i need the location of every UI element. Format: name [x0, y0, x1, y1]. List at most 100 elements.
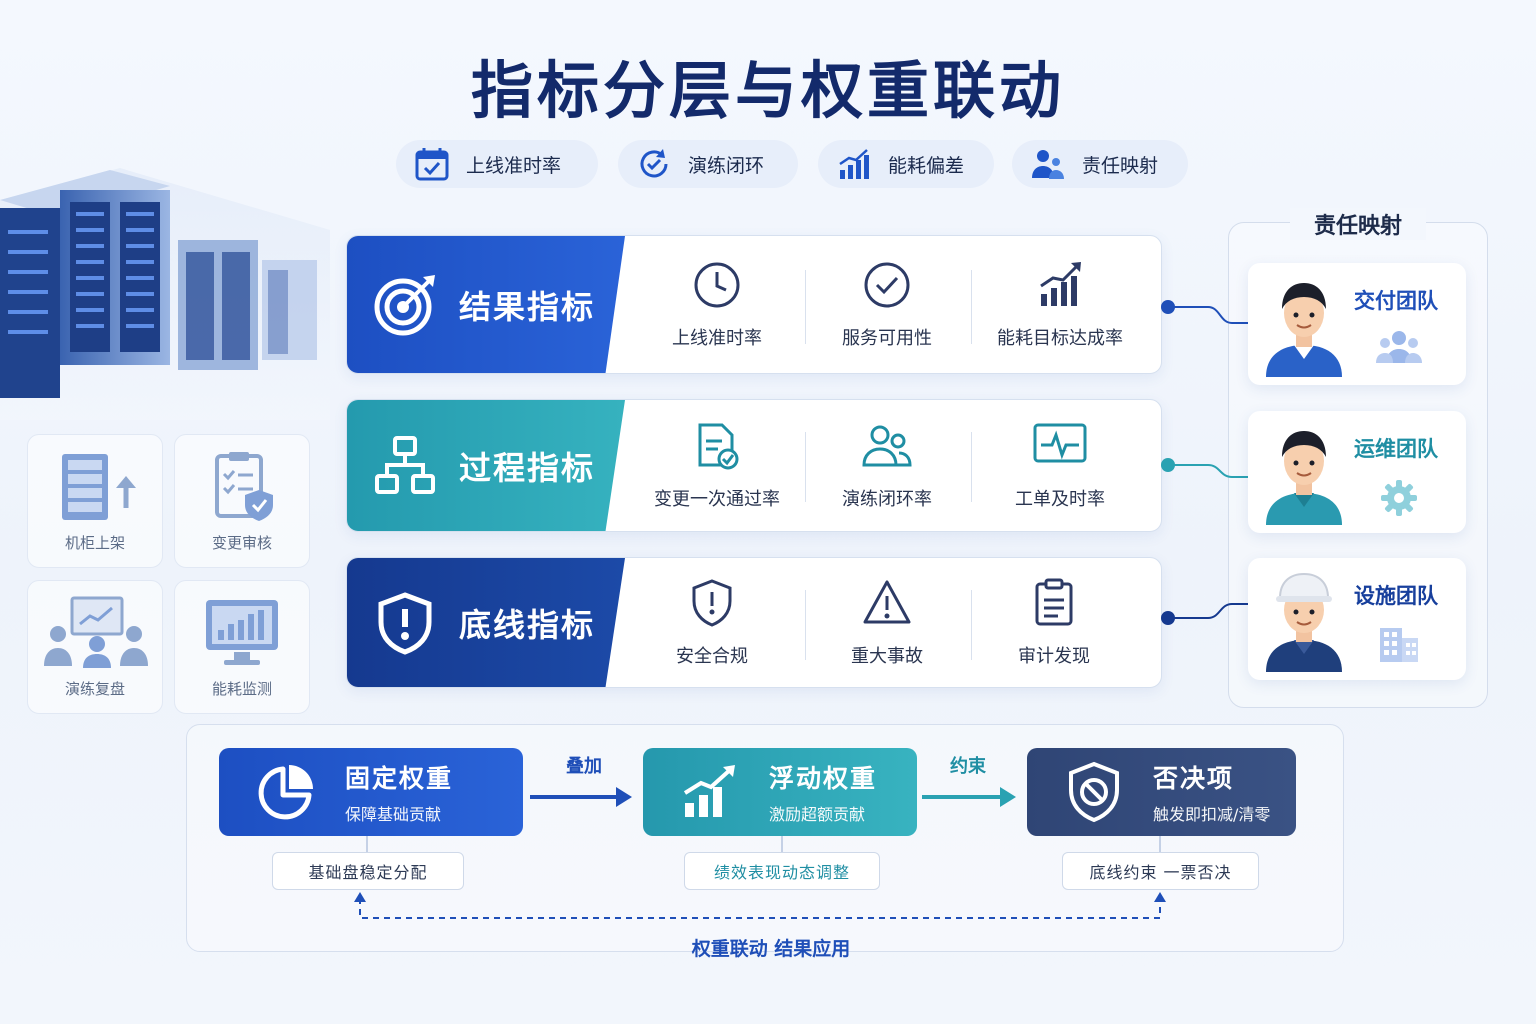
cycle-check-icon — [640, 149, 668, 178]
row-baseline-indicators: 底线指标 安全合规 重大事故 审计发现 — [346, 557, 1162, 688]
metric-label: 工单及时率 — [1015, 488, 1105, 510]
server-room-illustration — [0, 168, 330, 420]
row-team-connectors — [1161, 300, 1248, 625]
metric-label: 重大事故 — [851, 645, 923, 667]
shield-ban-icon — [1069, 761, 1119, 823]
arrow-right-icon — [922, 787, 1016, 807]
fixed-weight-box[interactable]: 固定权重 保障基础贡献 — [219, 748, 523, 836]
metric-label: 变更一次通过率 — [654, 488, 780, 510]
metric-on-time-rate[interactable]: 上线准时率 — [637, 236, 797, 373]
group-icon — [1376, 331, 1422, 363]
chip-label: 能耗偏差 — [888, 154, 965, 177]
tile-label: 机柜上架 — [64, 534, 125, 552]
chip-label: 演练闭环 — [688, 154, 765, 177]
bar-chart-icon — [1040, 261, 1081, 306]
metric-label: 安全合规 — [676, 645, 748, 667]
row-result-indicators: 结果指标 上线准时率 服务可用性 能耗目标达成率 — [346, 235, 1162, 374]
weight-subtitle: 保障基础贡献 — [345, 805, 442, 824]
floating-weight-box[interactable]: 浮动权重 激励超额贡献 — [643, 748, 917, 836]
shield-alert-icon — [378, 591, 432, 655]
warning-triangle-icon — [863, 580, 911, 623]
metric-energy-target[interactable]: 能耗目标达成率 — [977, 236, 1143, 373]
tile-energy-monitor[interactable]: 能耗监测 — [174, 580, 310, 714]
metric-label: 上线准时率 — [672, 327, 762, 349]
team-card-delivery[interactable]: 交付团队 — [1248, 263, 1466, 385]
pulse-monitor-icon — [1033, 423, 1087, 462]
metric-label: 演练闭环率 — [842, 488, 932, 510]
page-title: 指标分层与权重联动 — [470, 54, 1065, 127]
responsibility-title: 责任映射 — [1290, 208, 1426, 240]
server-rack-icon — [62, 454, 136, 520]
row-head: 结果指标 — [347, 236, 625, 373]
sub-box-fixed: 基础盘稳定分配 — [272, 852, 464, 890]
weight-subtitle: 触发即扣减/清零 — [1153, 805, 1271, 824]
divider — [971, 590, 972, 660]
arrow-right-icon — [530, 787, 632, 807]
people-icon — [862, 425, 912, 466]
sub-box-floating: 绩效表现动态调整 — [684, 852, 880, 890]
metric-service-availability[interactable]: 服务可用性 — [809, 236, 965, 373]
metric-ticket-timeliness[interactable]: 工单及时率 — [977, 400, 1143, 531]
doc-check-icon — [698, 423, 739, 469]
divider — [805, 270, 806, 344]
row-title: 结果指标 — [459, 287, 596, 326]
metric-audit-findings[interactable]: 审计发现 — [971, 558, 1137, 687]
row-process-indicators: 过程指标 变更一次通过率 演练闭环率 工单及时率 — [346, 399, 1162, 532]
chip-drill-loop[interactable]: 演练闭环 — [618, 140, 798, 188]
shield-exclaim-icon — [692, 578, 732, 627]
team-card-operations[interactable]: 运维团队 — [1248, 411, 1466, 533]
team-label: 运维团队 — [1354, 437, 1438, 461]
metric-drill-loop-rate[interactable]: 演练闭环率 — [809, 400, 965, 531]
metric-label: 能耗目标达成率 — [997, 327, 1123, 349]
row-title: 过程指标 — [459, 448, 596, 487]
sub-connectors — [354, 836, 1166, 919]
gear-icon — [1381, 480, 1417, 516]
tile-label: 变更审核 — [211, 534, 272, 552]
row-title: 底线指标 — [459, 605, 596, 644]
chip-label: 责任映射 — [1082, 154, 1159, 177]
sub-box-veto: 底线约束 一票否决 — [1062, 852, 1259, 890]
metric-label: 审计发现 — [1018, 645, 1090, 667]
metric-change-pass-rate[interactable]: 变更一次通过率 — [637, 400, 797, 531]
row-head: 底线指标 — [347, 558, 625, 687]
clipboard-icon — [1035, 578, 1073, 625]
tile-change-review[interactable]: 变更审核 — [174, 434, 310, 568]
avatar — [1266, 283, 1342, 377]
tile-label: 演练复盘 — [64, 680, 125, 698]
checklist-shield-icon — [215, 452, 273, 521]
clock-icon — [694, 262, 740, 307]
weight-subtitle: 激励超额贡献 — [769, 805, 866, 824]
monitor-chart-icon — [206, 600, 278, 665]
divider — [971, 432, 972, 502]
weight-title: 否决项 — [1153, 764, 1235, 793]
metric-major-incident[interactable]: 重大事故 — [809, 558, 965, 687]
bar-trend-icon — [839, 149, 869, 179]
check-circle-icon — [864, 262, 910, 307]
divider — [971, 270, 972, 344]
connector-label-overlay: 叠加 — [566, 756, 602, 777]
growth-bars-icon — [683, 765, 735, 817]
metric-security-compliance[interactable]: 安全合规 — [637, 558, 787, 687]
chip-responsibility[interactable]: 责任映射 — [1012, 140, 1188, 188]
team-icon — [1032, 150, 1064, 179]
row-head: 过程指标 — [347, 400, 625, 531]
tile-label: 能耗监测 — [211, 680, 272, 698]
divider — [805, 590, 806, 660]
tile-rack-install[interactable]: 机柜上架 — [27, 434, 163, 568]
meeting-icon — [44, 596, 148, 668]
team-card-facilities[interactable]: 设施团队 — [1248, 558, 1466, 680]
weight-title: 浮动权重 — [769, 764, 878, 793]
calendar-check-icon — [415, 148, 449, 181]
avatar — [1266, 431, 1342, 525]
hierarchy-icon — [375, 435, 435, 494]
veto-box[interactable]: 否决项 触发即扣减/清零 — [1027, 748, 1296, 836]
metric-label: 服务可用性 — [842, 327, 932, 349]
bottom-caption: 权重联动 结果应用 — [691, 938, 851, 960]
target-icon — [374, 274, 435, 335]
chip-on-time-rate[interactable]: 上线准时率 — [396, 140, 598, 188]
avatar — [1266, 572, 1342, 672]
connector-label-constraint: 约束 — [950, 756, 986, 777]
tile-drill-review[interactable]: 演练复盘 — [27, 580, 163, 714]
weight-title: 固定权重 — [345, 764, 454, 793]
chip-energy-deviation[interactable]: 能耗偏差 — [818, 140, 994, 188]
